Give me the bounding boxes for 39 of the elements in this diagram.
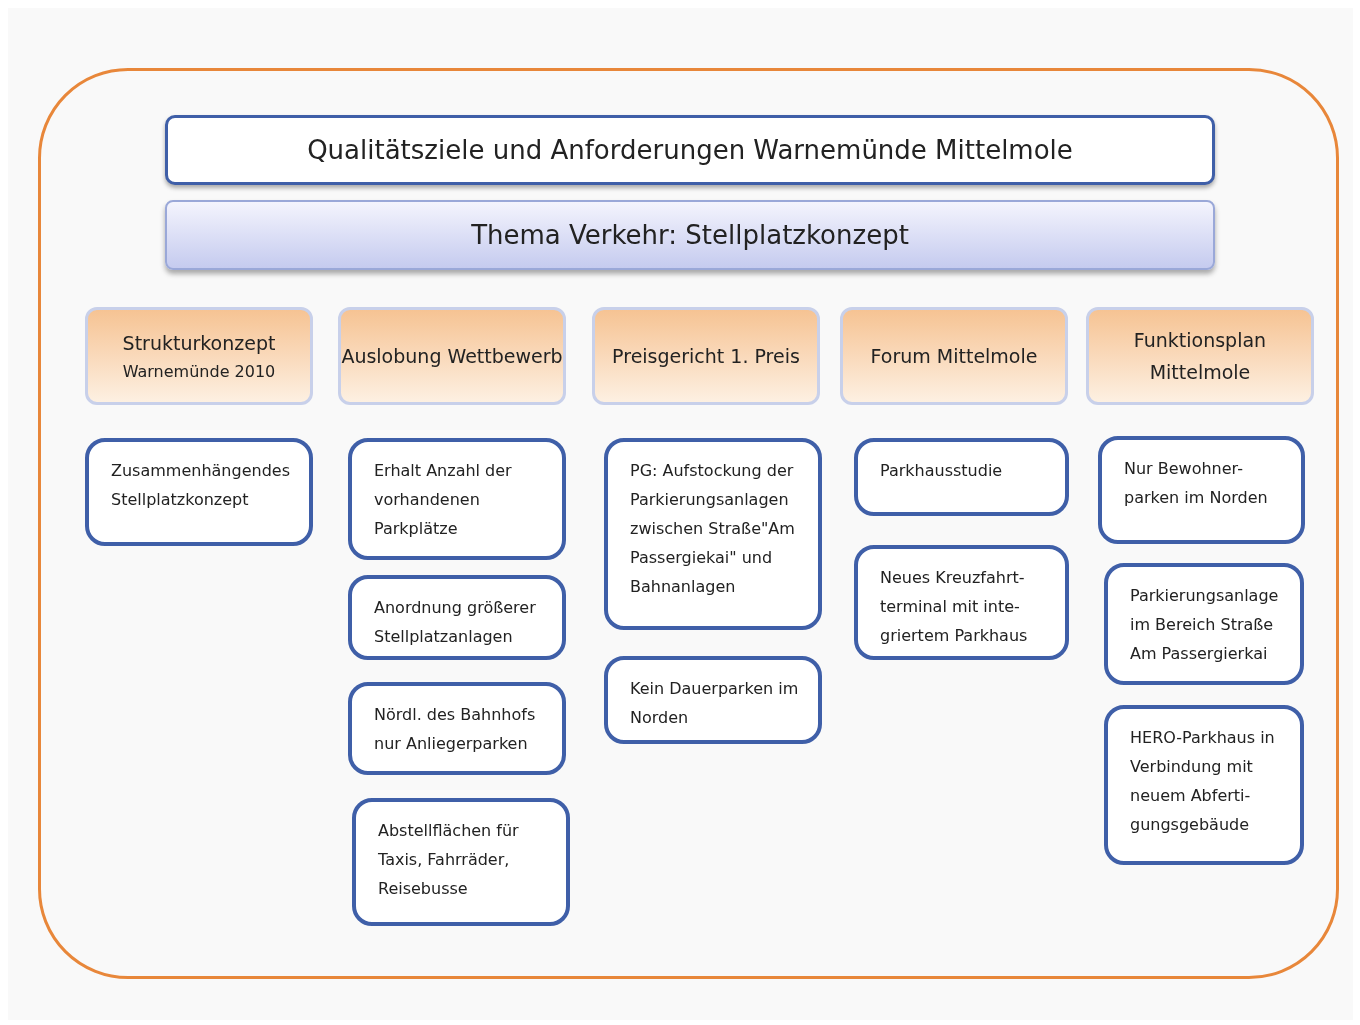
item-text: Anordnung größerer Stellplatzanlagen (374, 597, 537, 648)
category-title: Auslobung Wettbewerb (341, 344, 563, 369)
item-text: HERO-Parkhaus in Verbindung mit neuem Abferti- gungsgebäude (1130, 727, 1276, 836)
theme-banner (165, 200, 1215, 270)
item-text: Erhalt Anzahl der vorhandenen Parkplätze (374, 460, 513, 540)
title-box (165, 115, 1215, 185)
item-text: Abstellflächen für Taxis, Fahrräder, Reisebusse (378, 820, 520, 900)
item-text: Parkierungsanlage im Bereich Straße Am Passergierkai (1130, 585, 1280, 665)
item-box (854, 438, 1069, 516)
item-box (1098, 436, 1305, 544)
item-text: Kein Dauerparken im Norden (630, 678, 800, 729)
item-box (348, 438, 566, 560)
category-title: Forum Mittelmole (870, 344, 1038, 369)
category-card (1086, 307, 1314, 405)
item-box (1104, 563, 1304, 685)
item-text: Neues Kreuzfahrt- terminal mit inte- griertem Parkhaus (880, 567, 1029, 647)
item-box (1104, 705, 1304, 865)
heading-text: Thema Verkehr: Stellplatzkonzept (471, 220, 909, 250)
item-box (85, 438, 313, 546)
item-box (352, 798, 570, 926)
item-box (854, 545, 1069, 660)
category-card (338, 307, 566, 405)
item-text: Parkhausstudie (880, 460, 1004, 482)
category-card (592, 307, 820, 405)
category-title: Strukturkonzept (122, 331, 276, 356)
item-box (348, 575, 566, 660)
category-card (85, 307, 313, 405)
item-text: PG: Aufstockung der Parkierungsanlagen zwischen Straße"Am Passergiekai" und Bahnanlagen (630, 460, 796, 598)
item-text: Zusammenhängendes Stellplatzkonzept (111, 460, 291, 511)
item-text: Nur Bewohner- parken im Norden (1124, 458, 1269, 509)
category-title: Funktionsplan Mittelmole (1132, 328, 1268, 385)
item-box (348, 682, 566, 775)
category-title: Preisgericht 1. Preis (612, 344, 800, 369)
category-subtitle: Warnemünde 2010 (122, 361, 276, 383)
heading-text: Qualitätsziele und Anforderungen Warnemünde Mittelmole (307, 135, 1073, 165)
item-box (604, 656, 822, 744)
item-box (604, 438, 822, 630)
category-card (840, 307, 1068, 405)
item-text: Nördl. des Bahnhofs nur Anliegerparken (374, 704, 537, 755)
